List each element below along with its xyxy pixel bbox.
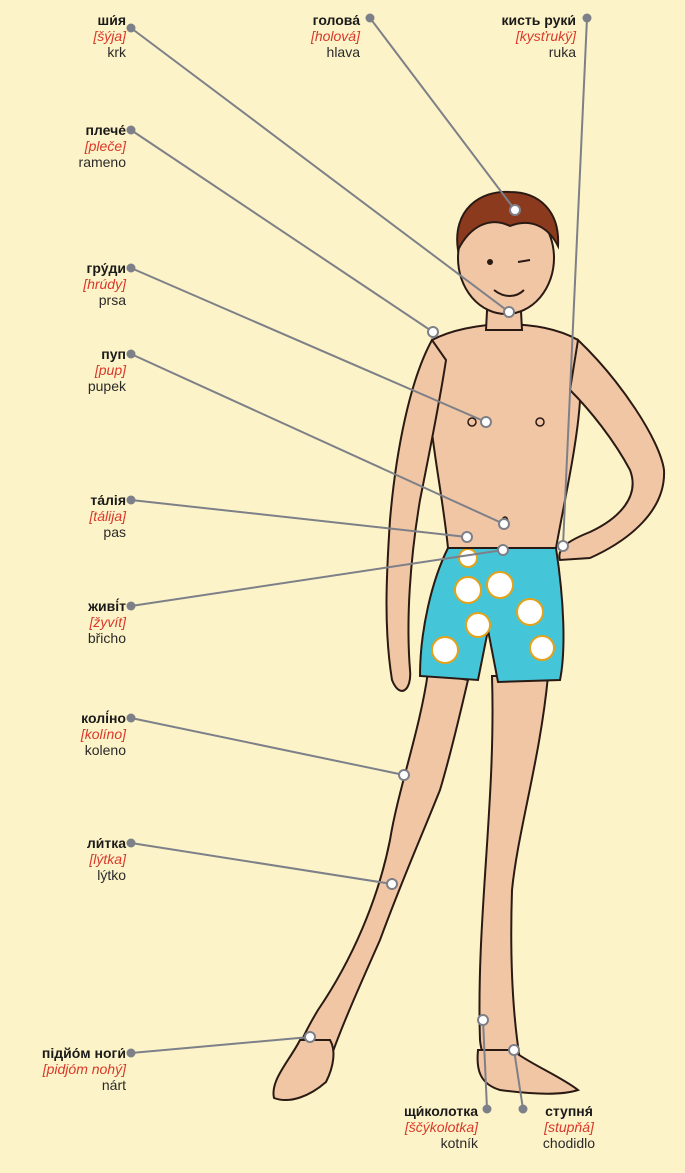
translit-instep: [pidjóm nohý] (0, 1061, 126, 1077)
word-instep: підйо́м ноги́ (0, 1045, 126, 1061)
word-chest: гру́ди (0, 260, 126, 276)
left-leg (297, 672, 468, 1068)
leader-end-ring-head (510, 205, 520, 215)
word-navel: пуп (0, 346, 126, 362)
right-foot (478, 1050, 578, 1094)
leader-start-dot-hand (583, 14, 592, 23)
word-knee: колі́но (0, 710, 126, 726)
label-instep: підйо́м ноги́ [pidjóm nohý] nárt (0, 1045, 126, 1093)
translit-shoulder: [pleče] (0, 138, 126, 154)
translit-hand: [kysťrukÿ] (426, 28, 576, 44)
translation-belly: břicho (0, 630, 126, 646)
leader-line-instep (131, 1037, 310, 1053)
leader-end-ring-shoulder (428, 327, 438, 337)
leader-end-ring-instep (305, 1032, 315, 1042)
translit-ankle: [ščýkolotka] (328, 1119, 478, 1135)
leader-start-dot-navel (127, 350, 136, 359)
translation-neck: krk (0, 44, 126, 60)
translation-chest: prsa (0, 292, 126, 308)
leader-end-ring-knee (399, 770, 409, 780)
word-waist: та́лія (0, 492, 126, 508)
leader-end-ring-calf (387, 879, 397, 889)
right-leg (479, 676, 548, 1072)
word-neck: ши́я (0, 12, 126, 28)
leader-end-ring-neck (504, 307, 514, 317)
leader-end-ring-belly (498, 545, 508, 555)
leader-end-ring-waist (462, 532, 472, 542)
label-hand: кисть руки́ [kysťrukÿ] ruka (426, 12, 576, 60)
leader-start-dot-knee (127, 714, 136, 723)
translation-head: hlava (210, 44, 360, 60)
leader-start-dot-belly (127, 602, 136, 611)
translit-sole: [stupňá] (494, 1119, 644, 1135)
word-shoulder: плече́ (0, 122, 126, 138)
translation-ankle: kotník (328, 1135, 478, 1151)
translit-calf: [lýtka] (0, 851, 126, 867)
translit-knee: [kolíno] (0, 726, 126, 742)
label-waist: та́лія [tálija] pas (0, 492, 126, 540)
leader-start-dot-shoulder (127, 126, 136, 135)
label-navel: пуп [pup] pupek (0, 346, 126, 394)
leader-start-dot-instep (127, 1049, 136, 1058)
right-arm (559, 340, 664, 560)
translit-belly: [žyvít] (0, 614, 126, 630)
label-ankle: щи́колотка [ščýkolotka] kotník (328, 1103, 478, 1151)
translation-hand: ruka (426, 44, 576, 60)
label-belly: живі́т [žyvít] břicho (0, 598, 126, 646)
translation-waist: pas (0, 524, 126, 540)
left-foot (273, 1040, 333, 1100)
leader-start-dot-calf (127, 839, 136, 848)
leader-start-dot-chest (127, 264, 136, 273)
word-belly: живі́т (0, 598, 126, 614)
label-neck: ши́я [šýja] krk (0, 12, 126, 60)
translation-calf: lýtko (0, 867, 126, 883)
translit-navel: [pup] (0, 362, 126, 378)
label-sole: ступня́ [stupňá] chodidlo (494, 1103, 644, 1151)
label-shoulder: плече́ [pleče] rameno (0, 122, 126, 170)
label-calf: ли́тка [lýtka] lýtko (0, 835, 126, 883)
leader-line-shoulder (131, 130, 433, 332)
boy-figure-illustration (273, 192, 664, 1100)
leader-line-neck (131, 28, 509, 312)
word-sole: ступня́ (494, 1103, 644, 1119)
eye-left (487, 259, 493, 265)
translation-instep: nárt (0, 1077, 126, 1093)
leader-start-dot-waist (127, 496, 136, 505)
leader-start-dot-ankle (483, 1105, 492, 1114)
leader-line-calf (131, 843, 392, 884)
label-head: голова́ [holová] hlava (210, 12, 360, 60)
torso (428, 324, 581, 548)
leader-end-ring-ankle (478, 1015, 488, 1025)
translation-shoulder: rameno (0, 154, 126, 170)
leader-line-knee (131, 718, 404, 775)
translation-navel: pupek (0, 378, 126, 394)
word-hand: кисть руки́ (426, 12, 576, 28)
translit-waist: [tálija] (0, 508, 126, 524)
leader-start-dot-neck (127, 24, 136, 33)
translit-neck: [šýja] (0, 28, 126, 44)
label-knee: колі́но [kolíno] koleno (0, 710, 126, 758)
translation-sole: chodidlo (494, 1135, 644, 1151)
word-ankle: щи́колотка (328, 1103, 478, 1119)
translit-chest: [hrúdy] (0, 276, 126, 292)
leader-end-ring-sole (509, 1045, 519, 1055)
leader-line-hand (563, 18, 587, 546)
leader-end-ring-hand (558, 541, 568, 551)
leader-end-ring-navel (499, 519, 509, 529)
leader-end-ring-chest (481, 417, 491, 427)
translit-head: [holová] (210, 28, 360, 44)
word-head: голова́ (210, 12, 360, 28)
translation-knee: koleno (0, 742, 126, 758)
word-calf: ли́тка (0, 835, 126, 851)
label-chest: гру́ди [hrúdy] prsa (0, 260, 126, 308)
leader-start-dot-head (366, 14, 375, 23)
